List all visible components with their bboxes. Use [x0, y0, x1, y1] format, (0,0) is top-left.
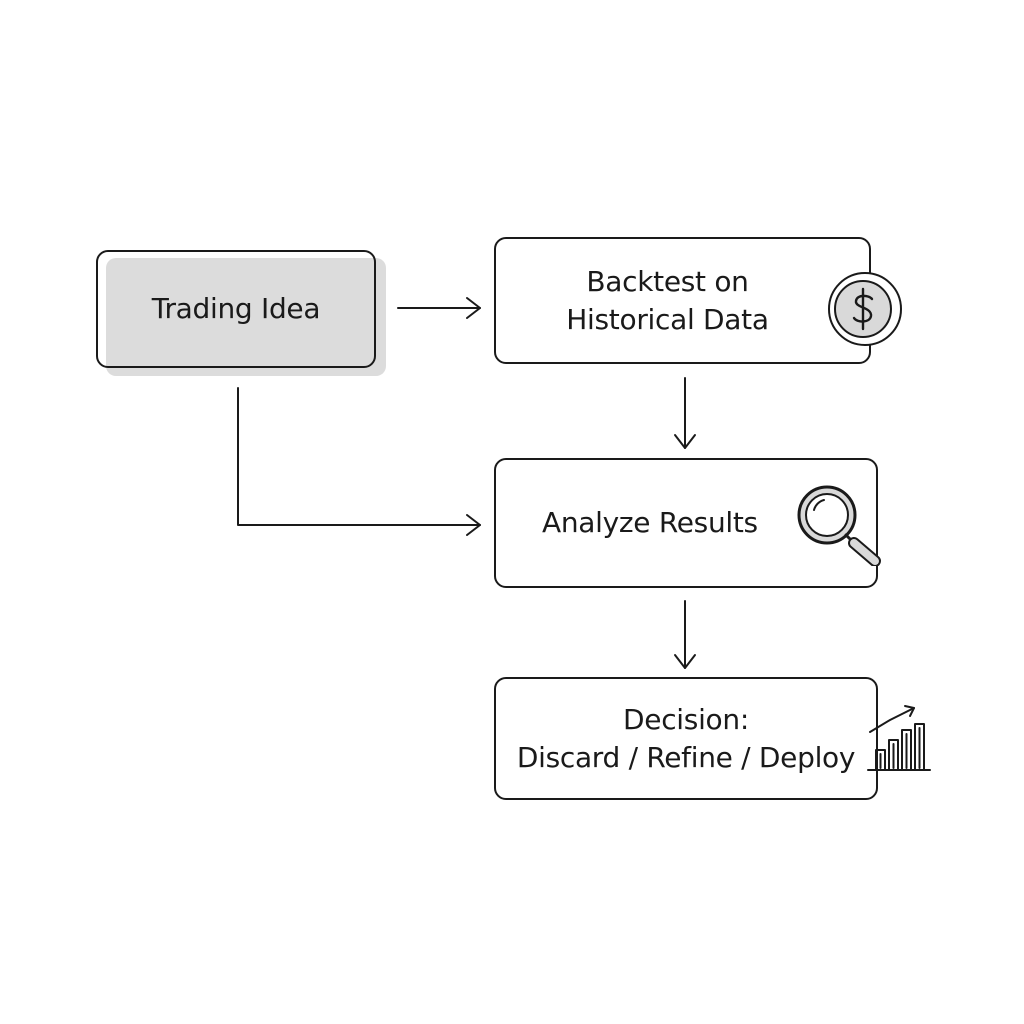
trading-idea-label: Trading Idea	[151, 292, 321, 325]
rising-bar-chart-icon	[867, 705, 931, 771]
arrow-analyze-to-decision	[674, 600, 696, 669]
arrow-idea-to-backtest	[397, 297, 481, 319]
trading-idea-shadow	[106, 258, 386, 376]
analyze-results-label: Analyze Results	[542, 506, 758, 539]
backtest-label-line2: Historical Data	[566, 302, 769, 336]
decision-label-line2: Discard / Refine / Deploy	[516, 740, 856, 774]
arrow-backtest-to-analyze	[674, 377, 696, 449]
dollar-coin-icon	[828, 272, 902, 346]
arrow-idea-to-analyze	[237, 387, 481, 536]
decision-node: Decision: Discard / Refine / Deploy	[494, 677, 878, 800]
backtest-node: Backtest on Historical Data	[494, 237, 871, 364]
decision-label-line1: Decision:	[623, 702, 749, 736]
backtest-label-line1: Backtest on	[586, 264, 749, 298]
trading-idea-node: Trading Idea	[96, 250, 376, 368]
magnifying-glass-icon	[797, 485, 881, 566]
